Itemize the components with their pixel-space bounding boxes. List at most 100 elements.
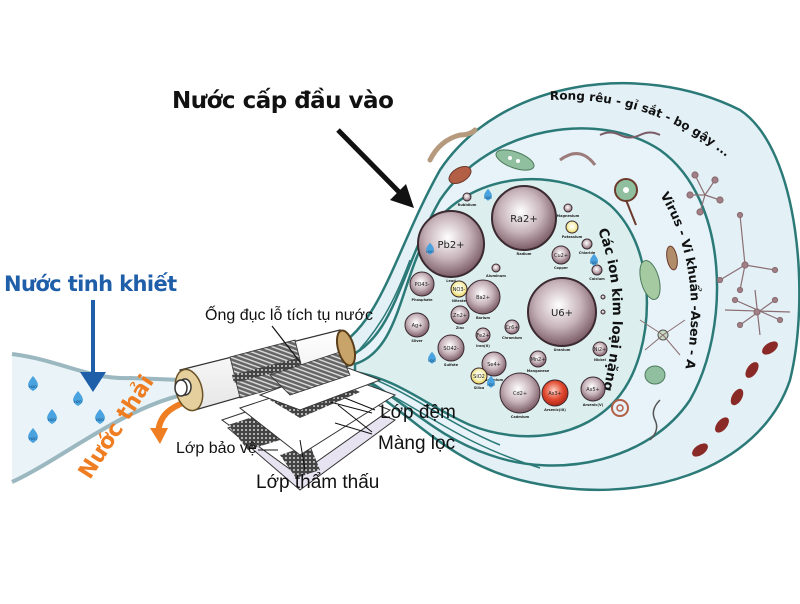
ion-name: Magnesium (557, 214, 580, 218)
ion-name: Aluminum (486, 274, 506, 278)
ion-name: Chloride (579, 251, 596, 255)
ion-chromium: Cr6+ Chromium (502, 319, 523, 340)
pure-water-outlet: H2O H2O H2O H2O H2O (11, 352, 183, 484)
water-drop-icon: H2O (484, 188, 492, 201)
ion-symbol: SiO2 (473, 374, 485, 380)
ion-symbol: Ra2+ (510, 214, 538, 225)
ion-potassium: Potassium (562, 220, 583, 239)
spacer-layer-label: Lớp đệm (380, 402, 456, 423)
leader-lines (258, 397, 376, 471)
ion-zinc: Zn2+ Zinc (450, 305, 470, 330)
ion-symbol: Ni2+ (594, 347, 607, 353)
ion-symbol: As5+ (586, 387, 599, 393)
water-drops: H2O H2O H2O H2O H2O (28, 376, 105, 443)
water-molecule-label: H2O (29, 437, 37, 441)
ion-calcium: Calcium (589, 264, 605, 281)
ion-name: Arsenic(V) (583, 403, 604, 407)
filter-membrane-label: Màng lọc (378, 433, 456, 454)
water-drop-icon: H2O (73, 391, 83, 406)
water-drop-icon: H2O (28, 376, 38, 391)
ion-radium: Ra2+ Radium (491, 185, 557, 256)
water-molecule-label: H2O (590, 261, 598, 265)
water-drop-icon: H2O (487, 375, 495, 388)
water-drop-icon: H2O (28, 428, 38, 443)
water-drop-icon: H2O (428, 351, 436, 364)
ion-name: Sulfate (444, 363, 459, 367)
ion-silver: Ag+ Silver (404, 312, 430, 343)
ion-name: Calcium (589, 277, 605, 281)
ion-nickel: Ni2+ Nickel (592, 341, 608, 362)
ion-symbol: U6+ (551, 308, 573, 319)
ion-name: Silica (474, 386, 485, 390)
ion-arsenic-v-: As5+ Arsenic(V) (580, 376, 606, 407)
pure-water-arrow (80, 300, 106, 392)
ion-iron-ii-: Fe2+Iron(II) (475, 327, 491, 348)
waste-water-arrow (150, 399, 187, 444)
ion-name: Nitrate (452, 299, 467, 303)
middle-organisms (448, 149, 686, 417)
ion-symbol: Cu2+ (554, 253, 568, 259)
ion-barium: Ba2+Barium (465, 279, 501, 320)
ion-name: Uranium (554, 348, 571, 352)
pure-water-label: Nước tinh khiết (4, 272, 177, 296)
water-molecule-label: H2O (96, 418, 104, 422)
water-molecule-label: H2O (29, 385, 37, 389)
ion-symbol: Cd2+ (513, 391, 527, 397)
perforated-tube-label: Ống đục lỗ tích tụ nước (205, 307, 373, 324)
water-drop-icon: H2O (47, 409, 57, 424)
ion-symbol: SO42- (443, 346, 458, 352)
ion-aluminum: Aluminum (486, 263, 506, 278)
ion-symbol: Pb2+ (437, 240, 464, 251)
water-drop-icon: H2O (95, 409, 105, 424)
ion-uranium: U6+ Uranium (527, 277, 597, 352)
ion-lead: Pb2+ Lead (417, 210, 485, 283)
ion-sulfate: SO42- Sulfate (437, 334, 465, 367)
water-molecule-label: H2O (428, 359, 436, 363)
ion-name: Zinc (456, 326, 464, 330)
water-drop-icon: H2O (590, 253, 598, 266)
ion-symbol: Se4+ (487, 362, 501, 368)
ion-name: Potassium (562, 235, 583, 239)
ion-symbol: NO3- (453, 287, 466, 293)
ion-magnesium: Magnesium (557, 203, 580, 218)
ion-name: Selenium (485, 378, 504, 382)
ion-sodium (600, 294, 606, 300)
water-molecule-label: H2O (74, 400, 82, 404)
ion-fluoride (600, 309, 606, 315)
ion-name: Barium (476, 316, 490, 320)
ion-arsenic-iii-: As3+ Arsenic(III) (541, 379, 569, 412)
ion-symbol: As3+ (548, 391, 561, 397)
ion-symbol: Ag+ (412, 323, 423, 329)
diagram-title: Nước cấp đầu vào (172, 88, 394, 114)
ion-cadmium: Cd2+ Cadmium (499, 372, 541, 419)
ion-copper: Cu2+ Copper (551, 245, 571, 270)
ion-name: Chromium (502, 336, 523, 340)
ion-name: Cadmium (511, 415, 530, 419)
water-molecule-label: H2O (426, 250, 434, 254)
ion-name: Radium (517, 252, 532, 256)
water-molecule-label: H2O (48, 418, 56, 422)
water-molecule-label: H2O (484, 196, 492, 200)
ion-manganese: Mn2+Manganese (527, 350, 550, 373)
protective-layer-label: Lớp bảo vệ (176, 440, 257, 457)
membrane-sheets (220, 364, 397, 491)
ion-name: Rubidium (458, 203, 477, 207)
ion-symbol: Zn2+ (453, 313, 467, 319)
ion-name: Lead (446, 279, 456, 283)
ion-name: Silver (411, 339, 423, 343)
permeate-layer-label: Lớp thẩm thấu (256, 472, 380, 493)
ion-selenium: Se4+ Selenium (481, 351, 507, 382)
water-drop-icon: H2O (426, 242, 434, 255)
ion-name: Manganese (527, 369, 550, 373)
ion-chloride: Chloride (579, 238, 596, 255)
ion-name: Copper (554, 266, 568, 270)
ion-name: Nickel (594, 358, 606, 362)
membrane-cartridge (174, 325, 357, 412)
ion-symbol: Cr6+ (506, 325, 519, 331)
ion-name: Arsenic(III) (544, 408, 566, 412)
outer-organisms (427, 127, 791, 457)
